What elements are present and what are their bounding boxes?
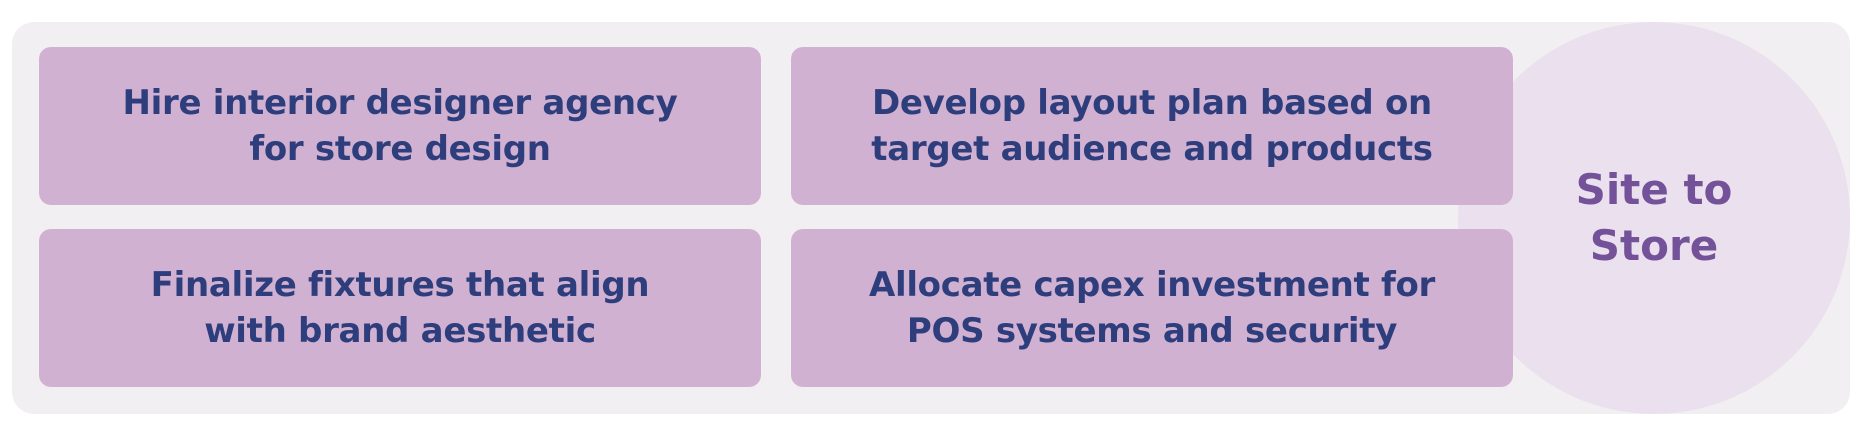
site-to-store-circle: Site to Store [1458,22,1850,414]
task-card-hire-designer: Hire interior designer agency for store … [39,47,761,205]
task-card-text: Allocate capex investment for POS system… [868,265,1436,351]
task-card-fixtures: Finalize fixtures that align with brand … [39,229,761,387]
task-card-text: Develop layout plan based on target audi… [871,83,1433,169]
task-card-text: Finalize fixtures that align with brand … [150,265,650,351]
task-card-layout-plan: Develop layout plan based on target audi… [791,47,1513,205]
hub-label: Site to Store [1575,165,1733,270]
task-card-capex: Allocate capex investment for POS system… [791,229,1513,387]
task-card-text: Hire interior designer agency for store … [122,83,678,169]
